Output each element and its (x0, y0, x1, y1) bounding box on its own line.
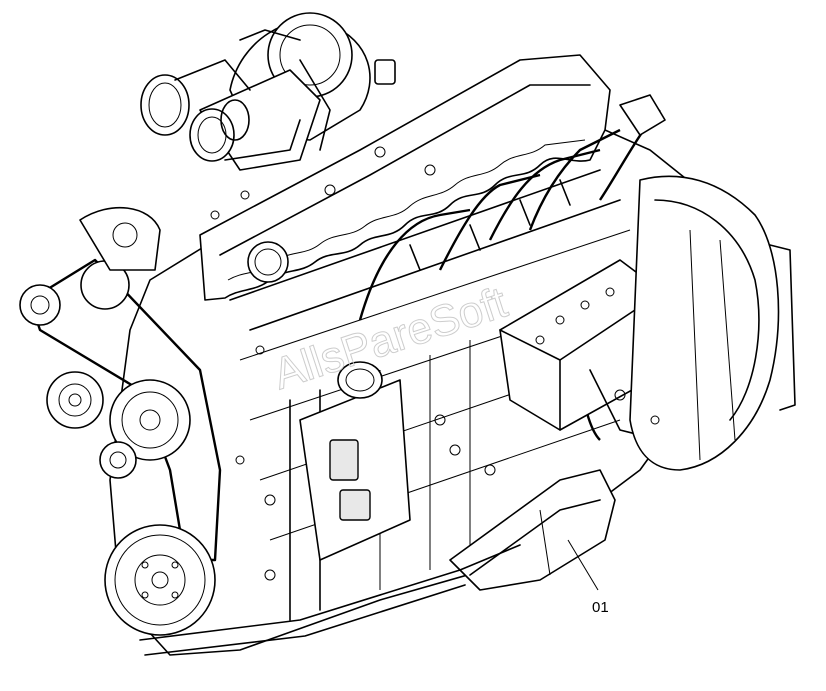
callout-01: 01 (567, 539, 609, 616)
callout-label: 01 (592, 599, 609, 616)
oil-pan (449, 469, 616, 591)
lower-rail (139, 544, 521, 656)
flywheel-housing (629, 175, 796, 471)
turbocharger (140, 12, 396, 171)
ecu-module (299, 361, 411, 561)
valve-cover (199, 54, 611, 301)
callout-leader-line (567, 539, 599, 591)
bolts (210, 190, 660, 581)
injector-lines (358, 94, 692, 450)
pulley-belt-drive (19, 206, 222, 636)
